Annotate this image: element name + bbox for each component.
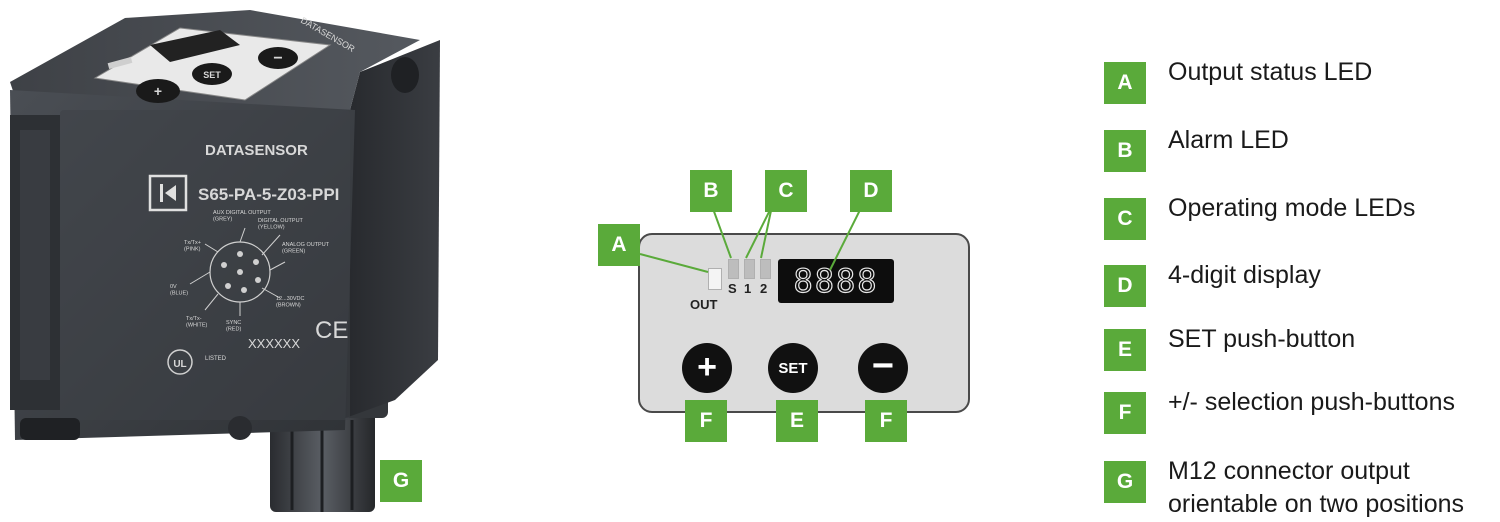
legend-text: Operating mode LEDs [1168,194,1416,222]
svg-text:12...30VDC(BROWN): 12...30VDC(BROWN) [276,296,304,308]
tag-e-set: E [776,400,818,442]
mode-led-1 [744,259,755,279]
led-label-2: 2 [760,281,768,296]
mode-led-2 [760,259,771,279]
led-label-s: S [728,281,737,296]
tag-d: D [850,170,892,212]
legend-text-line-2: orientable on two positions [1168,490,1465,518]
legend-text-line-1: M12 connector output [1168,457,1410,485]
svg-text:0V(BLUE): 0V(BLUE) [170,284,188,296]
plus-button[interactable]: + [682,343,732,393]
tag-a: A [598,224,640,266]
device-top-set-button: SET [192,63,232,85]
legend-text: 4-digit display [1168,261,1321,289]
minus-button[interactable]: − [858,343,908,393]
device-model: S65-PA-5-Z03-PPI [198,185,339,204]
svg-text:−: − [273,50,282,67]
alarm-led [728,259,739,279]
svg-text:AUX DIGITAL OUTPUT(GREY): AUX DIGITAL OUTPUT(GREY) [213,210,271,222]
tag-b: B [690,170,732,212]
svg-text:DIGITAL OUTPUT(YELLOW): DIGITAL OUTPUT(YELLOW) [258,218,304,230]
legend-text: Output status LED [1168,58,1373,86]
tag-f-minus: F [865,400,907,442]
device-logo-icon [148,174,188,212]
svg-text:SYNC(RED): SYNC(RED) [226,320,241,332]
legend-tag: A [1104,62,1146,104]
svg-text:Tx/Tx-(WHITE): Tx/Tx-(WHITE) [186,316,208,328]
legend-text: +/- selection push-buttons [1168,388,1455,416]
ul-listed-icon: UL LISTED [167,349,227,375]
legend-tag: C [1104,198,1146,240]
svg-text:ANALOG OUTPUT(GREEN): ANALOG OUTPUT(GREEN) [282,242,330,254]
output-status-led [708,268,722,290]
legend-tag: B [1104,130,1146,172]
tag-c: C [765,170,807,212]
legend-text: Alarm LED [1168,126,1289,154]
device-brand: DATASENSOR [205,142,308,159]
display-value: 8888 [793,261,879,300]
legend-text: SET push-button [1168,325,1356,353]
svg-text:UL: UL [173,359,186,370]
pin-diagram: AUX DIGITAL OUTPUT(GREY) DIGITAL OUTPUT(… [170,210,330,332]
out-label: OUT [690,297,718,312]
four-digit-display: 8888 [778,259,894,303]
legend-tag: E [1104,329,1146,371]
svg-text:Tx/Tx+(PINK): Tx/Tx+(PINK) [184,240,201,252]
sensor-device-illustration: + SET − DATASENSOR DATASENSOR S65-PA-5-Z… [10,10,440,512]
legend-tag: D [1104,265,1146,307]
device-top-minus-button: − [258,47,298,69]
control-panel: OUT S 1 2 8888 + SET − [638,233,970,413]
legend-tag: G [1104,461,1146,503]
device-top-plus-button: + [136,79,180,103]
ce-mark: CE [315,317,348,344]
tag-f-plus: F [685,400,727,442]
svg-text:+: + [154,83,162,99]
set-button[interactable]: SET [768,343,818,393]
svg-text:SET: SET [203,70,221,80]
led-label-1: 1 [744,281,752,296]
device-serial: XXXXXX [248,336,300,351]
legend-tag: F [1104,392,1146,434]
svg-text:LISTED: LISTED [205,356,227,362]
tag-g: G [380,460,422,502]
